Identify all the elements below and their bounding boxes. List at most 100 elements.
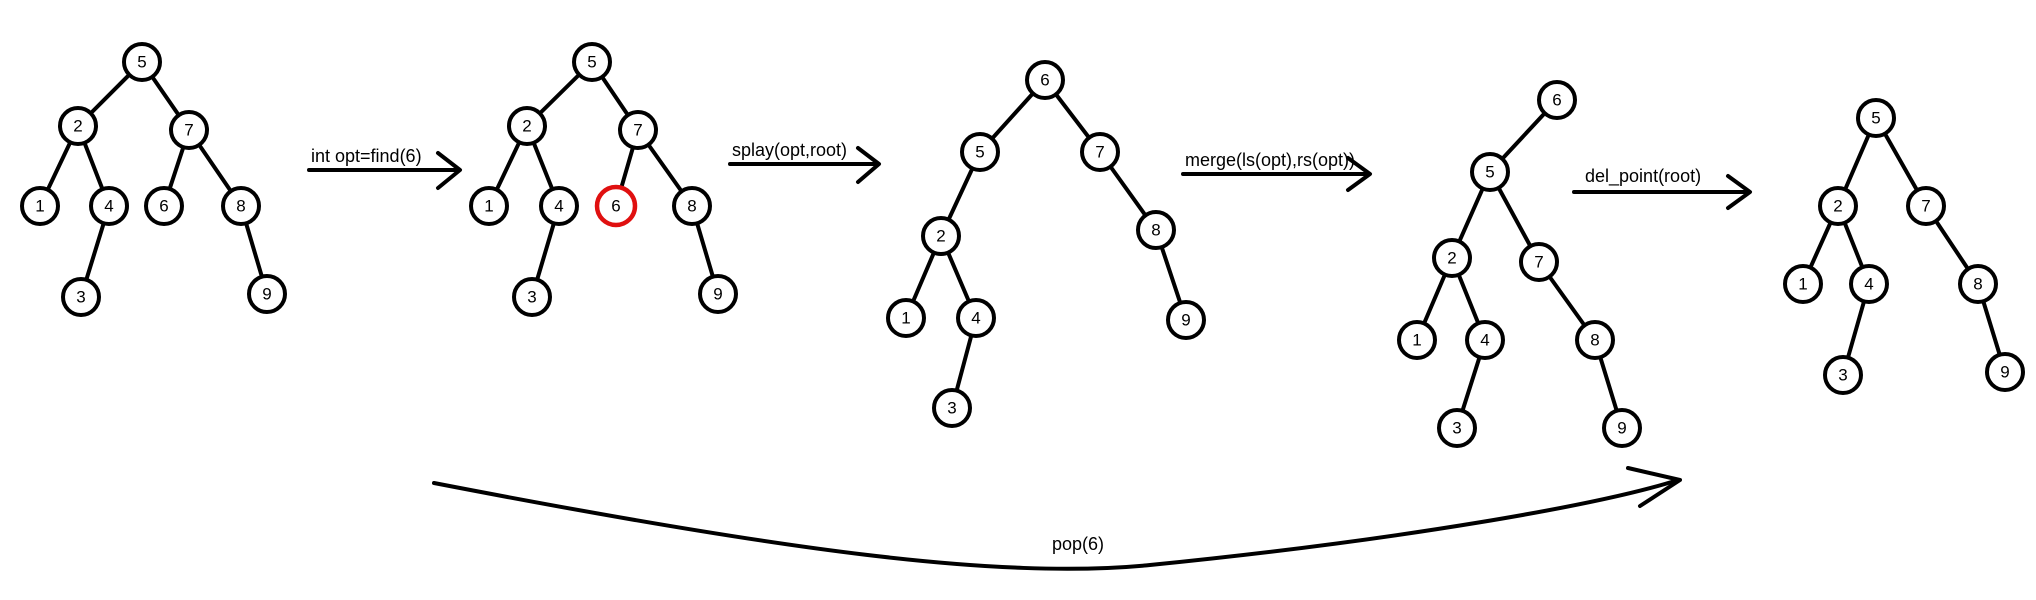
tree-node: 8 [672,186,712,226]
tree-node: 2 [1818,186,1858,226]
svg-text:7: 7 [1534,253,1543,272]
tree-final: 5 2 7 1 4 8 3 9 [1783,98,2025,395]
svg-text:4: 4 [971,309,980,328]
tree-node: 8 [221,186,261,226]
svg-text:5: 5 [1871,109,1880,128]
svg-text:8: 8 [1151,221,1160,240]
tree-node: 3 [1437,408,1477,448]
tree-node: 6 [1537,80,1577,120]
svg-text:splay(opt,root): splay(opt,root) [732,140,847,160]
svg-text:5: 5 [975,143,984,162]
svg-text:5: 5 [587,53,596,72]
arrow-find: int opt=find(6) [307,146,462,190]
svg-text:9: 9 [1617,419,1626,438]
svg-text:9: 9 [262,285,271,304]
arrow-del-point: del_point(root) [1572,166,1752,210]
tree-node: 3 [932,388,972,428]
arrow-splay: splay(opt,root) [728,140,881,184]
svg-text:3: 3 [76,288,85,307]
tree-node-highlighted: 6 [594,184,638,228]
tree-node: 2 [58,106,98,146]
tree-node: 4 [1465,320,1505,360]
svg-text:3: 3 [1452,419,1461,438]
arrow-merge: merge(ls(opt),rs(opt)) [1181,150,1372,192]
tree-node: 3 [512,277,552,317]
svg-text:3: 3 [527,288,536,307]
svg-text:6: 6 [1040,71,1049,90]
svg-text:4: 4 [1480,331,1489,350]
tree-node: 2 [1432,238,1472,278]
svg-text:4: 4 [554,197,563,216]
svg-text:2: 2 [1447,249,1456,268]
tree-node: 1 [1397,320,1437,360]
tree-node: 4 [539,186,579,226]
svg-text:1: 1 [484,197,493,216]
tree-node: 5 [960,132,1000,172]
svg-text:merge(ls(opt),rs(opt)): merge(ls(opt),rs(opt)) [1185,150,1355,170]
svg-text:9: 9 [713,285,722,304]
svg-text:3: 3 [1838,366,1847,385]
svg-text:int opt=find(6): int opt=find(6) [311,146,422,166]
svg-text:7: 7 [633,121,642,140]
svg-text:5: 5 [137,53,146,72]
tree-node: 1 [469,186,509,226]
svg-text:7: 7 [1095,143,1104,162]
tree-node: 9 [698,274,738,314]
tree-node: 7 [618,110,658,150]
tree-node: 4 [956,298,996,338]
tree-node: 3 [61,277,101,317]
svg-text:3: 3 [947,399,956,418]
tree-node: 7 [169,110,209,150]
svg-text:6: 6 [1552,91,1561,110]
arrow-pop: pop(6) [432,466,1682,571]
tree-node: 5 [1856,98,1896,138]
tree-node: 7 [1080,132,1120,172]
svg-text:9: 9 [1181,311,1190,330]
tree-initial: 5 2 7 1 4 6 8 3 9 [20,42,287,317]
tree-node: 1 [1783,264,1823,304]
svg-text:pop(6): pop(6) [1052,534,1104,554]
svg-text:8: 8 [687,197,696,216]
tree-node: 7 [1519,242,1559,282]
tree-node: 8 [1575,320,1615,360]
svg-text:9: 9 [2000,363,2009,382]
svg-text:2: 2 [1833,197,1842,216]
tree-node: 6 [144,186,184,226]
tree-node: 9 [1602,408,1642,448]
svg-text:6: 6 [159,197,168,216]
tree-node: 4 [1849,264,1889,304]
svg-text:7: 7 [1921,197,1930,216]
tree-node: 9 [1985,352,2025,392]
svg-text:1: 1 [1412,331,1421,350]
svg-text:7: 7 [184,121,193,140]
svg-text:2: 2 [522,117,531,136]
svg-text:2: 2 [73,117,82,136]
svg-text:5: 5 [1485,163,1494,182]
svg-text:1: 1 [901,309,910,328]
tree-node: 9 [1166,300,1206,340]
tree-node: 2 [921,216,961,256]
tree-node: 3 [1823,355,1863,395]
tree-node: 7 [1906,186,1946,226]
tree-splayed: 6 5 7 2 8 1 4 9 3 [886,60,1206,428]
svg-text:8: 8 [1973,275,1982,294]
svg-text:6: 6 [611,197,620,216]
tree-node: 6 [1025,60,1065,100]
tree-node: 5 [122,42,162,82]
tree-node: 4 [89,186,129,226]
tree-node: 1 [20,186,60,226]
svg-text:del_point(root): del_point(root) [1585,166,1701,187]
svg-text:8: 8 [1590,331,1599,350]
tree-node: 2 [507,106,547,146]
svg-text:8: 8 [236,197,245,216]
tree-node: 9 [247,274,287,314]
tree-find: 5 2 7 1 4 6 8 3 9 [469,42,738,317]
tree-node: 1 [886,298,926,338]
tree-node: 8 [1136,210,1176,250]
svg-text:2: 2 [936,227,945,246]
tree-node: 5 [1470,152,1510,192]
svg-text:1: 1 [1798,275,1807,294]
svg-text:1: 1 [35,197,44,216]
tree-merged: 6 5 2 7 1 4 8 3 9 [1397,80,1642,448]
